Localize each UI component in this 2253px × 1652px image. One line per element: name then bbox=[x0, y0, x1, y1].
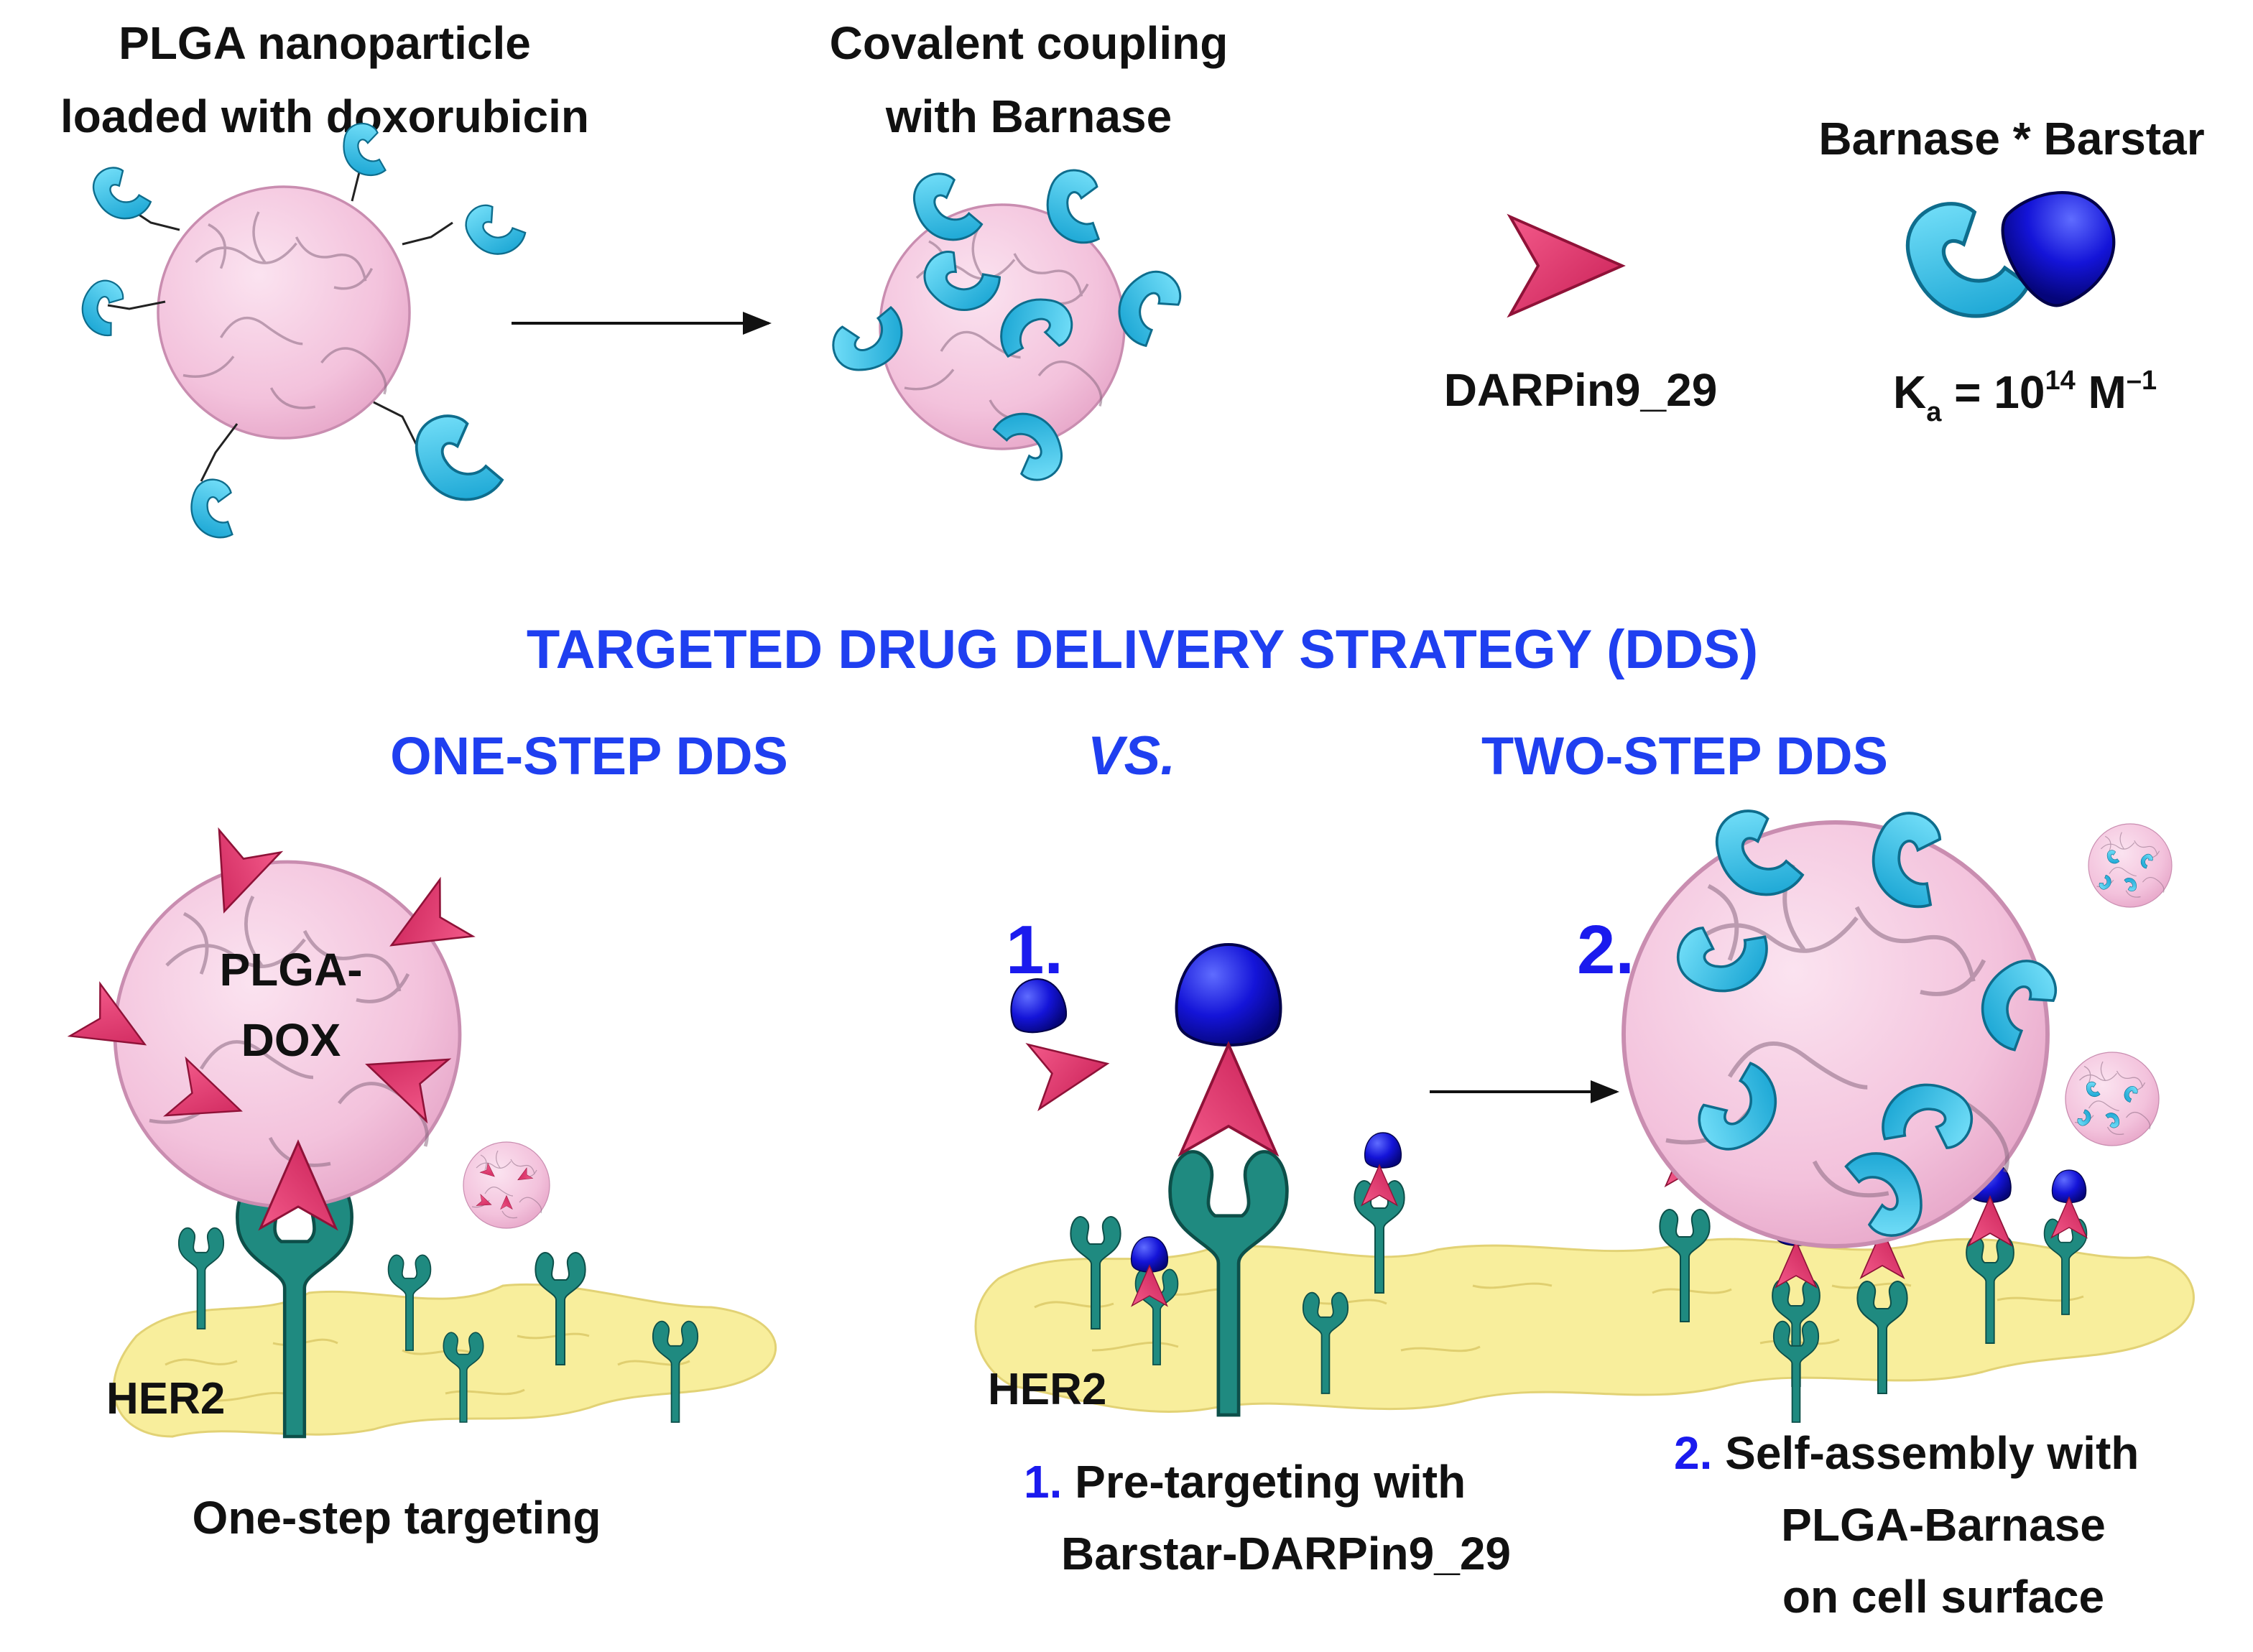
ka-unit: M bbox=[2076, 366, 2127, 418]
caption2-line3: on cell surface bbox=[1782, 1571, 2104, 1623]
caption2-line2: PLGA-Barnase bbox=[1781, 1499, 2106, 1551]
plga-dox-label-line1: PLGA- bbox=[219, 944, 362, 996]
vs-heading: VS. bbox=[1088, 725, 1176, 786]
top-row: PLGA nanoparticle loaded with doxorubici… bbox=[60, 17, 2205, 544]
one-step-her2-label: HER2 bbox=[106, 1374, 225, 1424]
step1-number: 1. bbox=[1006, 911, 1063, 988]
caption2-text: Self-assembly with bbox=[1712, 1427, 2139, 1479]
plga-label-line1: PLGA nanoparticle bbox=[119, 17, 531, 69]
small-nanoparticle bbox=[463, 1141, 550, 1229]
two-step-heading: TWO-STEP DDS bbox=[1481, 726, 1888, 786]
darpin-label: DARPin9_29 bbox=[1444, 364, 1718, 416]
one-step-panel: PLGA- DOX HER2 One-step targeting bbox=[69, 829, 777, 1544]
complex-label: Barnase * Barstar bbox=[1818, 113, 2204, 164]
caption1-line2: Barstar-DARPin9_29 bbox=[1061, 1528, 1511, 1579]
two-step-her2-label: HER2 bbox=[988, 1365, 1106, 1414]
one-step-caption: One-step targeting bbox=[193, 1492, 601, 1544]
caption2-line1: 2. Self-assembly with bbox=[1674, 1427, 2139, 1479]
plga-nanoparticle bbox=[157, 185, 411, 440]
strategy-title: TARGETED DRUG DELIVERY STRATEGY (DDS) bbox=[527, 619, 1758, 680]
two-step-cell-surface bbox=[974, 1238, 2195, 1413]
two-step-panel: 1. 2. bbox=[974, 800, 2195, 1623]
ka-subscript: a bbox=[1926, 397, 1942, 427]
ka-exponent: 14 bbox=[2045, 366, 2075, 396]
ka-equals: = 10 bbox=[1941, 366, 2045, 418]
caption1-number: 1. bbox=[1024, 1456, 1062, 1508]
caption2-number: 2. bbox=[1674, 1427, 1712, 1479]
one-step-heading: ONE-STEP DDS bbox=[390, 726, 788, 786]
cell-surface bbox=[112, 1283, 777, 1438]
plga-label-line2: loaded with doxorubicin bbox=[60, 91, 589, 142]
plga-dox-label-line2: DOX bbox=[241, 1014, 341, 1066]
headings: TARGETED DRUG DELIVERY STRATEGY (DDS) ON… bbox=[390, 619, 1888, 786]
coupling-label-line1: Covalent coupling bbox=[830, 17, 1229, 69]
association-constant: Ka = 1014 M–1 bbox=[1893, 366, 2157, 427]
barnase-barstar-complex bbox=[1898, 170, 2134, 330]
caption1-text: Pre-targeting with bbox=[1062, 1456, 1466, 1508]
step2-number: 2. bbox=[1577, 911, 1634, 988]
plga-barnase-nanoparticle bbox=[832, 162, 1197, 488]
coupling-label-line2: with Barnase bbox=[885, 91, 1172, 142]
ka-unit-exponent: –1 bbox=[2127, 366, 2157, 396]
caption1-line1: 1. Pre-targeting with bbox=[1024, 1456, 1466, 1508]
darpin-molecule bbox=[1509, 215, 1624, 317]
ka-k: K bbox=[1893, 366, 1926, 418]
